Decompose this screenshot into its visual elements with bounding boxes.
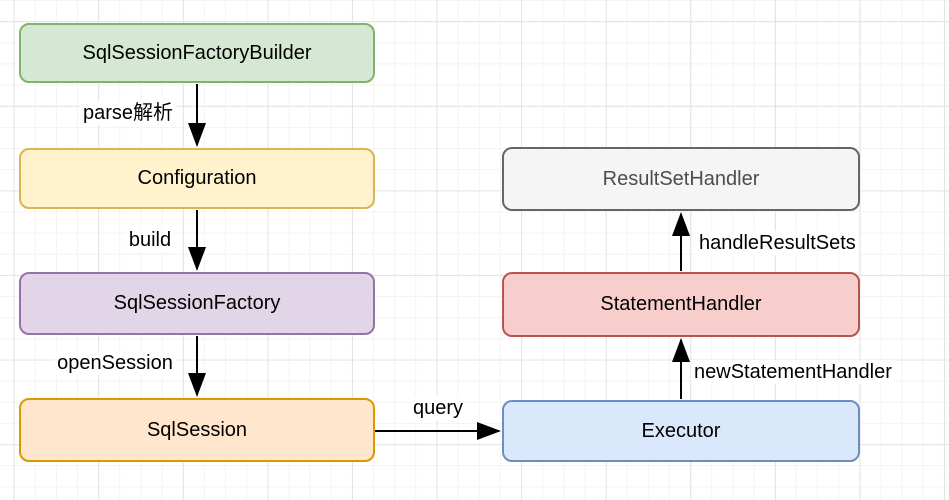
node-configuration[interactable]: Configuration [19, 148, 375, 209]
node-label: StatementHandler [600, 293, 762, 315]
node-sql-session[interactable]: SqlSession [19, 398, 375, 462]
edge-label-build: build [125, 228, 175, 252]
edge-label-parse: parse解析 [79, 101, 177, 125]
node-label: Configuration [137, 167, 257, 189]
node-result-set-handler[interactable]: ResultSetHandler [502, 147, 860, 211]
edge-label-open-session: openSession [54, 351, 176, 375]
node-statement-handler[interactable]: StatementHandler [502, 272, 860, 337]
edge-label-handle-result-sets: handleResultSets [696, 231, 859, 255]
node-label: Executor [641, 419, 721, 442]
node-executor[interactable]: Executor [502, 400, 860, 462]
edge-label-query: query [409, 396, 467, 420]
node-sql-session-factory[interactable]: SqlSessionFactory [19, 272, 375, 335]
node-label: SqlSession [146, 418, 248, 441]
edge-label-new-statement-handler: newStatementHandler [691, 360, 895, 384]
node-label: SqlSessionFactory [113, 292, 281, 314]
node-sql-session-factory-builder[interactable]: SqlSessionFactoryBuilder [19, 23, 375, 83]
node-label: ResultSetHandler [602, 167, 760, 190]
node-label: SqlSessionFactoryBuilder [82, 41, 312, 64]
